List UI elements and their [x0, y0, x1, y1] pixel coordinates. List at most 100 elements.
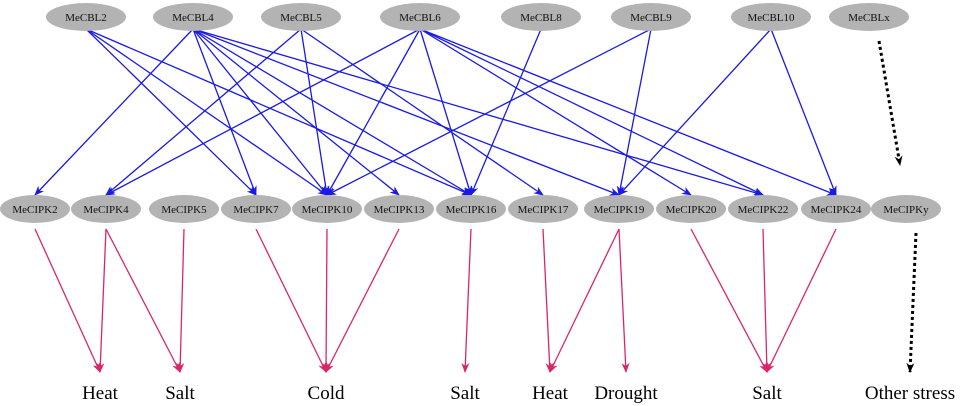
edge-mecipk16-to-salt-2: [461, 228, 472, 373]
node-mecipk7: MeCIPK7: [221, 195, 291, 223]
edge-mecbl9-to-mecipk19: [616, 28, 652, 196]
node-mecbl6: MeCBL6: [380, 3, 460, 31]
edge-mecipk19-to-heat-2: [549, 228, 620, 373]
node-mecipk19-label: MeCIPK19: [594, 204, 645, 216]
node-mecbl6-label: MeCBL6: [399, 12, 441, 24]
node-mecipk16-label: MeCIPK16: [446, 204, 497, 216]
edge-mecipk19-to-drought: [618, 228, 630, 373]
node-mecipk16: MeCIPK16: [436, 195, 506, 223]
edge-mecbl6-to-mecipk10: [326, 28, 421, 196]
node-mecipk24-shape: [801, 195, 871, 223]
dotted-edge-mecipky-to-other-stress: [906, 232, 918, 373]
edge-layer: [34, 28, 918, 373]
edge-mecbl2-to-mecipk10: [85, 28, 328, 196]
stress-salt-2-label: Salt: [450, 383, 480, 404]
node-mecbl9-label: MeCBL9: [630, 12, 672, 24]
node-mecipk19-shape: [584, 195, 654, 223]
node-mecipk2: MeCIPK2: [0, 195, 70, 223]
node-mecipk22: MeCIPK22: [728, 195, 798, 223]
edge-mecipk20-to-salt-3: [690, 228, 768, 373]
node-mecipk4-label: MeCIPK4: [83, 204, 129, 216]
stress-other-stress: Other stress: [865, 383, 955, 404]
edge-mecbl4-to-mecipk16: [192, 28, 472, 196]
dotted-edge-mecblx-to-MeCIPKy: [877, 40, 903, 166]
node-mecblx-label: MeCBLx: [848, 12, 890, 24]
edge-mecbl4-to-mecipk13: [192, 28, 400, 196]
stress-cold-label: Cold: [308, 383, 345, 404]
node-mecipk5-shape: [149, 195, 219, 223]
node-mecipk10-shape: [292, 195, 362, 223]
edge-mecbl10-to-mecipk24: [770, 28, 837, 196]
edge-mecbl4-to-mecipk10: [192, 28, 328, 196]
node-mecipk17-shape: [508, 195, 578, 223]
edge-mecbl5-to-mecipk17: [300, 28, 544, 196]
edge-mecbl4-to-mecipk19: [192, 28, 620, 196]
edge-mecbl6-to-mecipk24: [419, 28, 837, 196]
edge-mecbl6-to-mecipk20: [419, 28, 692, 196]
edge-mecipk4-to-heat-1: [96, 228, 107, 373]
edge-mecbl4-to-mecipk2: [34, 28, 194, 196]
node-mecbl4-shape: [153, 3, 233, 31]
node-mecipk4: MeCIPK4: [71, 195, 141, 223]
node-mecipk7-shape: [221, 195, 291, 223]
node-mecipk5: MeCIPK5: [149, 195, 219, 223]
edge-mecbl5-to-mecipk10: [300, 28, 330, 196]
node-mecipk16-shape: [436, 195, 506, 223]
edge-mecipk22-to-salt-3: [762, 228, 771, 373]
node-mecipk24-label: MeCIPK24: [811, 204, 862, 216]
edge-mecbl4-to-mecipk22: [192, 28, 764, 197]
node-mecblx: MeCBLx: [829, 3, 909, 31]
stress-heat-2: Heat: [532, 383, 569, 404]
edge-mecbl6-to-mecipk16: [419, 28, 473, 196]
node-mecipk22-shape: [728, 195, 798, 223]
node-mecbl2: MeCBL2: [46, 3, 126, 31]
stress-other-stress-label: Other stress: [865, 383, 955, 404]
node-mecipky: MeCIPKy: [871, 195, 941, 223]
node-mecipk13-label: MeCIPK13: [374, 204, 425, 216]
edge-mecipk7-to-cold: [255, 228, 327, 373]
node-mecbl5-label: MeCBL5: [280, 12, 322, 24]
node-mecbl4-label: MeCBL4: [172, 12, 214, 24]
node-mecipk22-label: MeCIPK22: [738, 204, 789, 216]
node-mecipk7-label: MeCIPK7: [233, 204, 279, 216]
edge-mecbl4-to-mecipk7: [192, 28, 257, 196]
node-mecbl5: MeCBL5: [261, 3, 341, 31]
node-mecipk10: MeCIPK10: [292, 195, 362, 223]
node-mecipk10-label: MeCIPK10: [302, 204, 353, 216]
node-mecbl5-shape: [261, 3, 341, 31]
edge-mecipk13-to-cold: [325, 228, 400, 373]
edge-mecipk5-to-salt-1: [176, 228, 185, 373]
node-mecipk13: MeCIPK13: [364, 195, 434, 223]
edge-mecipk24-to-salt-3: [766, 228, 837, 373]
node-mecipky-shape: [871, 195, 941, 223]
node-mecbl6-shape: [380, 3, 460, 31]
node-mecipk20-shape: [656, 195, 726, 223]
stress-salt-2: Salt: [450, 383, 480, 404]
node-mecipk5-label: MeCIPK5: [161, 204, 207, 216]
edge-mecbl5-to-mecipk4: [105, 28, 302, 196]
node-mecipk20-label: MeCIPK20: [666, 204, 717, 216]
stress-heat-1: Heat: [82, 383, 119, 404]
edge-mecipk10-to-cold: [322, 228, 331, 373]
node-mecblx-shape: [829, 3, 909, 31]
edge-mecbl10-to-mecipk19: [618, 28, 772, 196]
edge-mecipk4-to-salt-1: [105, 228, 181, 373]
stress-heat-2-label: Heat: [532, 383, 569, 404]
stress-heat-1-label: Heat: [82, 383, 119, 404]
node-mecipk19: MeCIPK19: [584, 195, 654, 223]
node-mecbl10: MeCBL10: [731, 3, 811, 31]
edge-mecbl6-to-mecipk4: [105, 28, 421, 196]
stress-salt-1-label: Salt: [165, 383, 195, 404]
node-mecbl2-label: MeCBL2: [65, 12, 107, 24]
node-mecbl10-label: MeCBL10: [747, 12, 795, 24]
stress-drought: Drought: [594, 383, 658, 404]
node-mecipk2-label: MeCIPK2: [12, 204, 57, 216]
edge-mecbl9-to-mecipk10: [326, 28, 652, 196]
node-mecipk20: MeCIPK20: [656, 195, 726, 223]
node-mecipk4-shape: [71, 195, 141, 223]
node-mecbl9: MeCBL9: [611, 3, 691, 31]
stress-salt-3-label: Salt: [752, 383, 782, 404]
edge-mecipk2-to-heat-1: [34, 228, 101, 373]
node-mecbl10-shape: [731, 3, 811, 31]
